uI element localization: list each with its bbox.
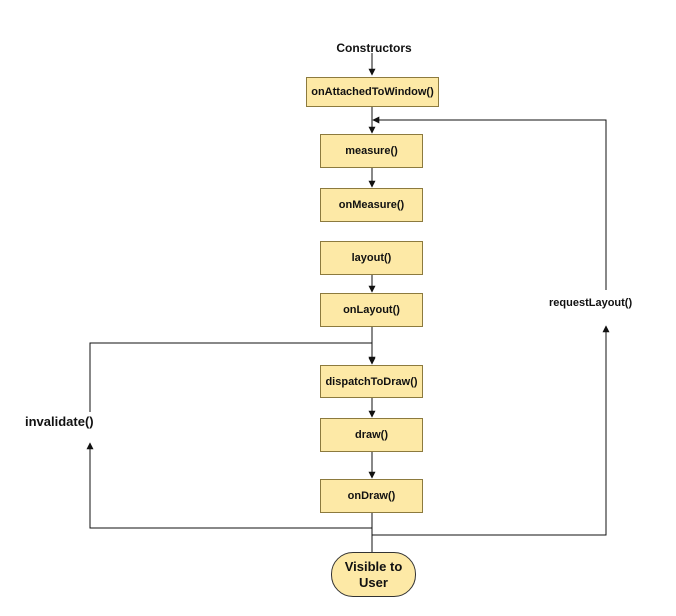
loop-requestlayout-lower bbox=[372, 325, 610, 536]
node-measure: measure() bbox=[320, 134, 423, 168]
node-on-attached-to-window: onAttachedToWindow() bbox=[306, 77, 439, 107]
terminal-visible-to-user: Visible to User bbox=[331, 552, 416, 597]
node-layout: layout() bbox=[320, 241, 423, 275]
node-on-draw: onDraw() bbox=[320, 479, 423, 513]
start-label-constructors: Constructors bbox=[336, 41, 412, 55]
node-on-measure: onMeasure() bbox=[320, 188, 423, 222]
node-draw: draw() bbox=[320, 418, 423, 452]
label-request-layout: requestLayout() bbox=[549, 297, 633, 309]
loop-invalidate-lower bbox=[89, 342, 376, 412]
loop-invalidate-upper bbox=[86, 442, 372, 529]
node-on-layout: onLayout() bbox=[320, 293, 423, 327]
node-dispatch-to-draw: dispatchToDraw() bbox=[320, 365, 423, 398]
label-invalidate: invalidate() bbox=[25, 414, 94, 429]
loop-requestlayout-upper bbox=[372, 116, 607, 290]
